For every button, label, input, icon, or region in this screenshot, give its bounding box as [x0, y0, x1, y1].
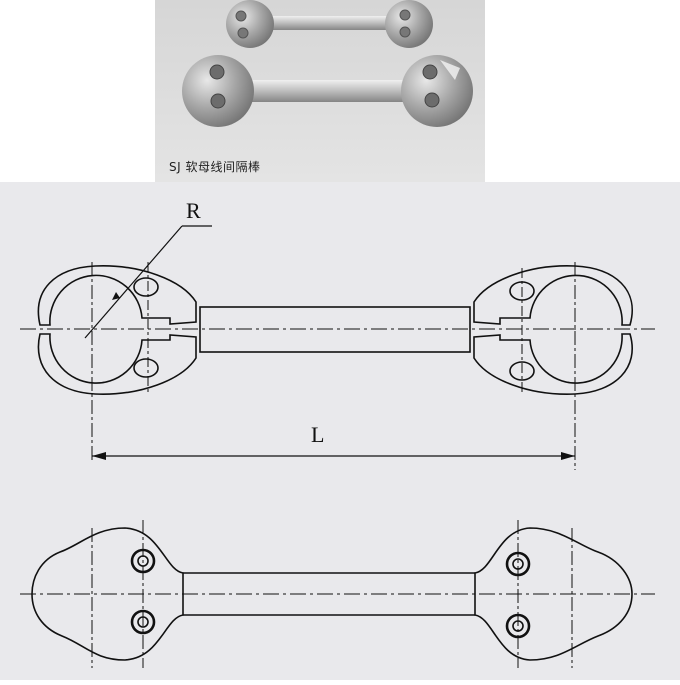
photo-caption: SJ 软母线间隔棒: [169, 160, 261, 174]
radius-label: R: [186, 198, 201, 223]
left-clamp-lower: [37, 333, 197, 395]
spacer-bar-drawing: R L: [20, 198, 655, 668]
left-clamp-side: [31, 527, 184, 661]
left-clamp-upper: [37, 265, 197, 326]
small-spacer-bar: [226, 0, 433, 48]
technical-drawing: R L: [0, 182, 680, 680]
left-bolt-hole-bottom: [133, 358, 159, 378]
right-clamp-lower: [473, 333, 633, 395]
top-view: R L: [20, 198, 655, 470]
length-label: L: [311, 422, 324, 447]
large-spacer-bar: [182, 55, 473, 127]
spacer-bars-photo: [182, 0, 473, 127]
right-bolt-hole-bottom: [509, 361, 535, 381]
left-bolt-hole-top: [133, 277, 159, 297]
right-clamp-side: [474, 527, 633, 661]
rod: [199, 306, 471, 353]
product-photo: SJ 软母线间隔棒: [155, 0, 485, 182]
side-view: [20, 520, 655, 668]
right-clamp-upper: [473, 265, 633, 326]
radius-leader: [84, 225, 183, 339]
